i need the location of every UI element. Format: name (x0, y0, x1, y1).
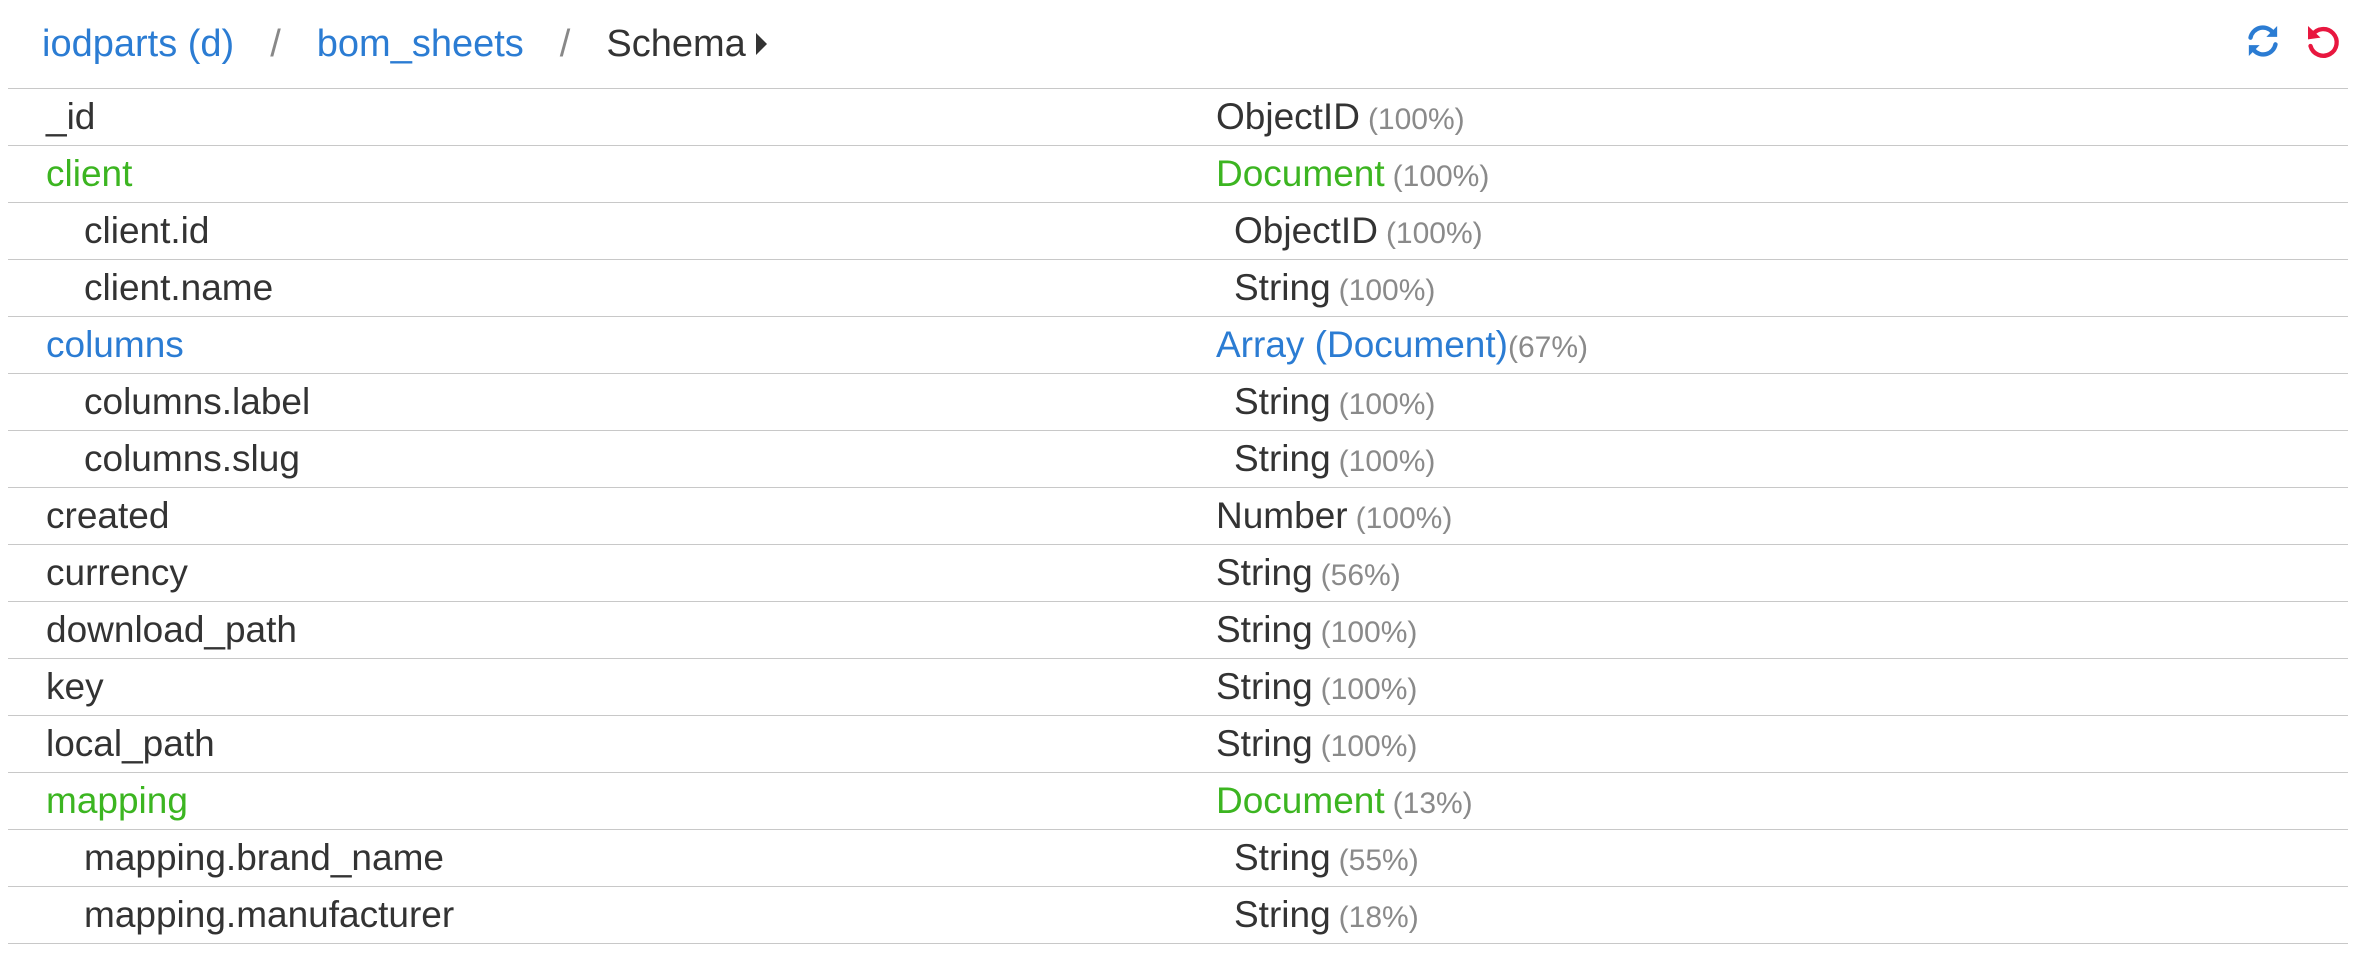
schema-row-download-path[interactable]: download_path String(100%) (8, 602, 2348, 659)
schema-row-client-name[interactable]: client.name String(100%) (8, 260, 2348, 317)
field-name: mapping (46, 780, 188, 821)
breadcrumb-collection-link[interactable]: bom_sheets (316, 22, 524, 65)
refresh-icon (2248, 25, 2278, 57)
field-type: Array (Document)(67%) (1216, 324, 1588, 366)
field-name: client.id (84, 210, 210, 251)
schema-row-columns[interactable]: columns Array (Document)(67%) (8, 317, 2348, 374)
field-type-label: String (1216, 666, 1313, 707)
field-percent: (67%) (1507, 331, 1588, 364)
field-type: Document(100%) (1216, 153, 1489, 195)
caret-right-icon (755, 33, 767, 55)
field-type-label: Document (1216, 780, 1385, 821)
field-percent: (100%) (1320, 730, 1418, 763)
schema-row-mapping-brand-name[interactable]: mapping.brand_name String(55%) (8, 830, 2348, 887)
field-name: columns (46, 324, 184, 365)
field-percent: (55%) (1338, 844, 1419, 877)
field-type-label: Number (1216, 495, 1348, 536)
field-percent: (100%) (1338, 445, 1436, 478)
field-percent: (100%) (1338, 274, 1436, 307)
schema-row-key[interactable]: key String(100%) (8, 659, 2348, 716)
schema-row-id[interactable]: _id ObjectID(100%) (8, 89, 2348, 146)
field-name: currency (46, 552, 188, 593)
field-name: columns.label (84, 381, 311, 422)
field-type-label: String (1234, 837, 1331, 878)
field-percent: (100%) (1338, 388, 1436, 421)
schema-header: iodparts (d) / bom_sheets / Schema (0, 0, 2362, 88)
field-name: columns.slug (84, 438, 300, 479)
field-type: Number(100%) (1216, 495, 1452, 537)
field-percent: (13%) (1392, 787, 1473, 820)
field-name: download_path (46, 609, 297, 650)
field-type: String(100%) (1216, 381, 1435, 423)
field-percent: (18%) (1338, 901, 1419, 934)
field-type-label: ObjectID (1216, 96, 1360, 137)
field-percent: (100%) (1367, 103, 1465, 136)
schema-row-client-id[interactable]: client.id ObjectID(100%) (8, 203, 2348, 260)
field-percent: (100%) (1385, 217, 1483, 250)
field-name: mapping.manufacturer (84, 894, 455, 935)
field-percent: (100%) (1320, 673, 1418, 706)
field-type: Document(13%) (1216, 780, 1473, 822)
field-type: ObjectID(100%) (1216, 210, 1483, 252)
field-type-label: ObjectID (1234, 210, 1378, 251)
refresh-button[interactable] (2240, 18, 2286, 64)
breadcrumb-separator: / (559, 22, 571, 65)
breadcrumb-current-label: Schema (606, 22, 746, 65)
schema-row-currency[interactable]: currency String(56%) (8, 545, 2348, 602)
reset-button[interactable] (2300, 18, 2346, 64)
schema-row-created[interactable]: created Number(100%) (8, 488, 2348, 545)
schema-row-client[interactable]: client Document(100%) (8, 146, 2348, 203)
schema-row-columns-label[interactable]: columns.label String(100%) (8, 374, 2348, 431)
field-type-label: Document (1216, 153, 1385, 194)
field-name: client.name (84, 267, 274, 308)
field-type: String(100%) (1216, 609, 1417, 651)
field-type: String(100%) (1216, 267, 1435, 309)
field-type: String(100%) (1216, 666, 1417, 708)
field-type-label: String (1216, 723, 1313, 764)
field-type-label: String (1216, 609, 1313, 650)
schema-table: _id ObjectID(100%) client Document(100%)… (8, 88, 2348, 944)
field-percent: (56%) (1320, 559, 1401, 592)
breadcrumb-database-link[interactable]: iodparts (d) (42, 22, 235, 65)
field-percent: (100%) (1392, 160, 1490, 193)
undo-icon (2308, 26, 2339, 58)
breadcrumb-schema-menu[interactable]: Schema (606, 22, 767, 66)
field-name: _id (46, 96, 96, 137)
field-type: String(100%) (1216, 438, 1435, 480)
field-type: String(56%) (1216, 552, 1401, 594)
field-type: String(55%) (1216, 837, 1419, 879)
field-type-label: String (1234, 381, 1331, 422)
schema-row-columns-slug[interactable]: columns.slug String(100%) (8, 431, 2348, 488)
field-name: local_path (46, 723, 215, 764)
field-type-label: String (1216, 552, 1313, 593)
field-type-label: String (1234, 267, 1331, 308)
field-type-label: String (1234, 894, 1331, 935)
breadcrumb-separator: / (270, 22, 281, 65)
field-name: mapping.brand_name (84, 837, 444, 878)
field-name: key (46, 666, 104, 707)
schema-row-mapping[interactable]: mapping Document(13%) (8, 773, 2348, 830)
field-type-label: Array (Document) (1216, 324, 1508, 365)
field-type-label: String (1234, 438, 1331, 479)
field-type: String(18%) (1216, 894, 1419, 936)
header-actions (2240, 18, 2346, 64)
field-name: created (46, 495, 170, 536)
field-percent: (100%) (1320, 616, 1418, 649)
schema-row-mapping-manufacturer[interactable]: mapping.manufacturer String(18%) (8, 887, 2348, 944)
field-type: ObjectID(100%) (1216, 96, 1465, 138)
field-percent: (100%) (1355, 502, 1453, 535)
field-name: client (46, 153, 133, 194)
field-type: String(100%) (1216, 723, 1417, 765)
schema-row-local-path[interactable]: local_path String(100%) (8, 716, 2348, 773)
